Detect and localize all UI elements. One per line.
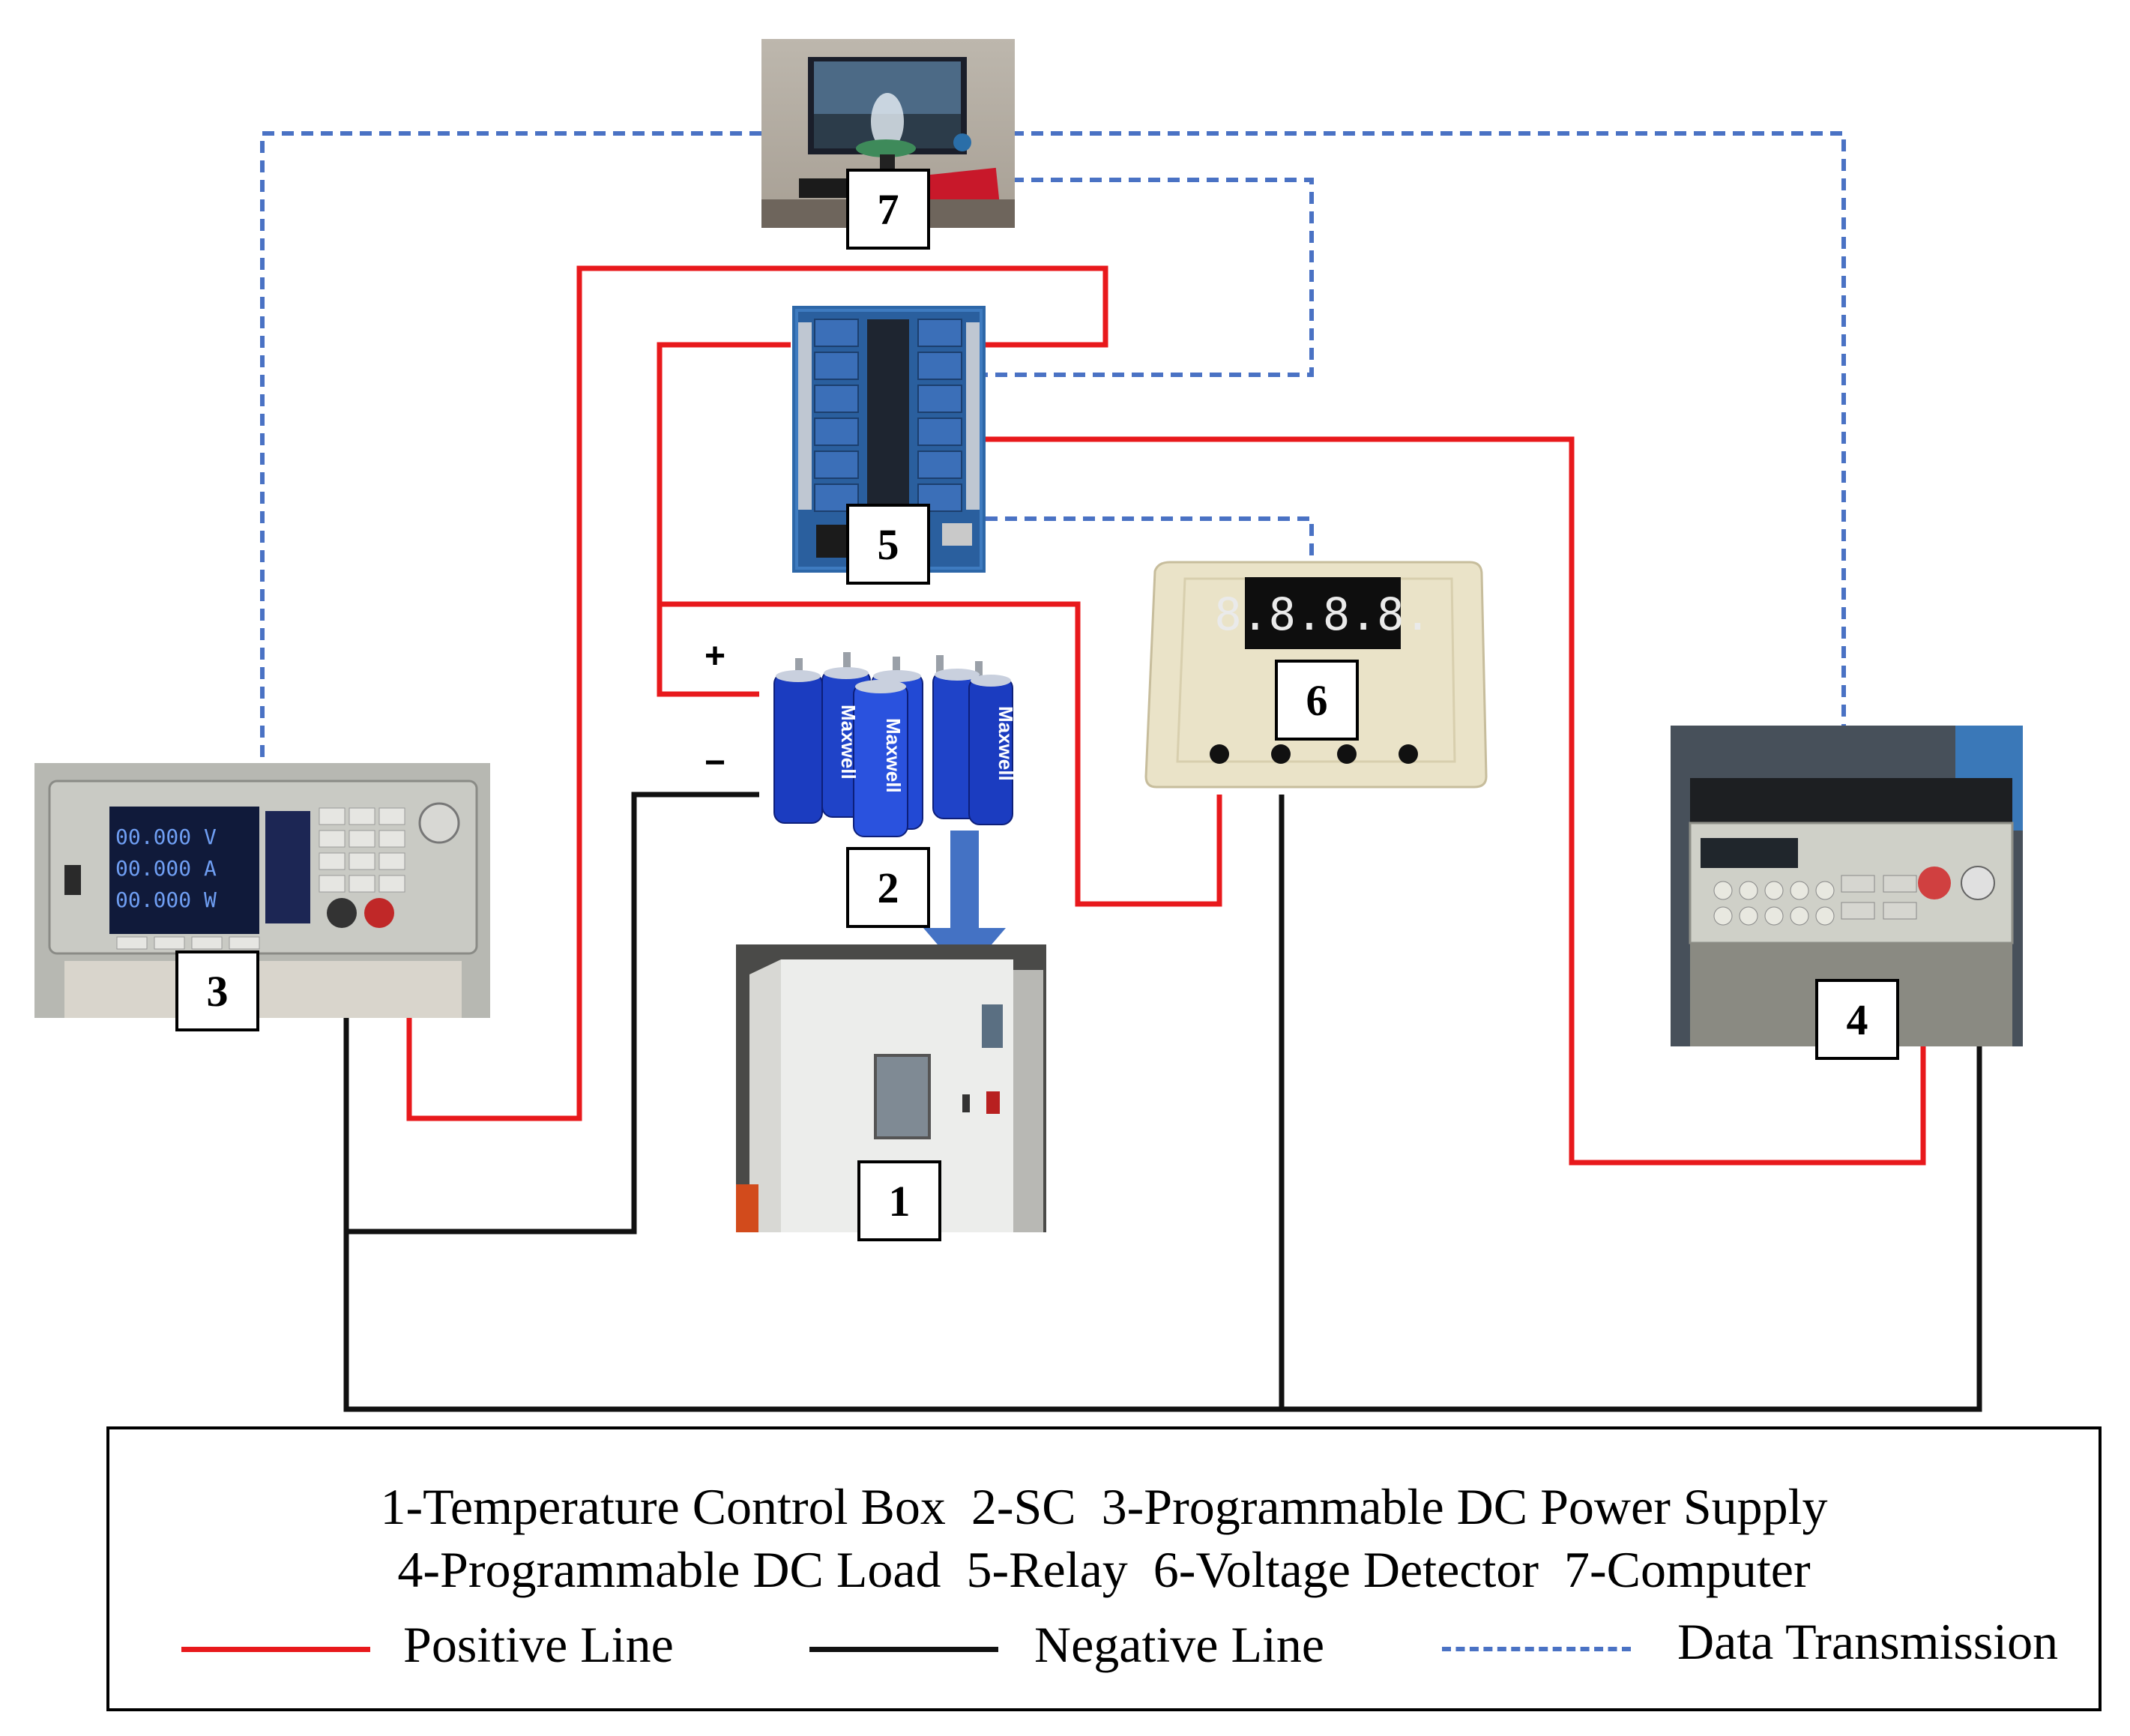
device-number-1: 1: [857, 1160, 941, 1241]
legend-box: 1-Temperature Control Box 2-SC 3-Program…: [106, 1426, 2102, 1711]
data-line-computer-power-supply: [260, 131, 761, 763]
sc-brand-label-3: Maxwell: [995, 706, 1014, 781]
negative-line-swatch: [809, 1647, 998, 1652]
positive-line-sc-voltage-detector: [660, 601, 1222, 907]
psu-readout-voltage: 00.000 V: [115, 825, 217, 849]
psu-readout-current: 00.000 A: [115, 856, 217, 881]
data-lines: [260, 131, 1846, 763]
positive-line-relay-dc-load: [986, 436, 1926, 1166]
data-transmission-swatch: [1442, 1647, 1631, 1651]
device-number-6: 6: [1275, 660, 1359, 741]
data-line-computer-relay: [986, 178, 1314, 377]
negative-line-sc-power-supply: [346, 792, 759, 1235]
sc-brand-label: Maxwell: [882, 718, 905, 793]
negative-line-label: Negative Line: [1034, 1616, 1325, 1673]
dc-power-supply-photo: 00.000 V 00.000 A 00.000 W: [34, 763, 490, 1018]
temperature-chamber-photo: [736, 944, 1046, 1232]
device-number-3: 3: [175, 950, 259, 1031]
positive-line-relay-sc: [657, 342, 791, 697]
sc-plus-label: +: [705, 636, 726, 676]
positive-line-power-supply-relay: [406, 265, 1108, 1121]
device-number-2: 2: [846, 847, 930, 928]
detector-display-digits: 8.8.8.8.: [1215, 588, 1431, 641]
sc-minus-label: −: [705, 743, 726, 783]
legend-line-2: 4-Programmable DC Load 5-Relay 6-Voltage…: [397, 1541, 1811, 1598]
computer-photo: [761, 39, 1015, 228]
data-line-relay-voltage-detector: [986, 516, 1314, 556]
device-number-4: 4: [1815, 979, 1899, 1060]
positive-line-label: Positive Line: [403, 1616, 674, 1673]
down-arrow: [923, 831, 1006, 976]
device-number-7: 7: [846, 169, 930, 250]
positive-lines: [406, 265, 1926, 1166]
supercapacitor-bank-photo: Maxwell Maxwell Maxwell: [759, 651, 1014, 838]
device-number-5: 5: [846, 504, 930, 585]
relay-board-photo: [792, 306, 986, 573]
positive-line-swatch: [181, 1647, 370, 1652]
negative-lines: [343, 750, 1982, 1412]
data-line-computer-dc-load: [1012, 131, 1846, 726]
psu-readout-power: 00.000 W: [115, 887, 217, 912]
legend-line-1: 1-Temperature Control Box 2-SC 3-Program…: [380, 1478, 1828, 1535]
sc-brand-label-2: Maxwell: [837, 705, 860, 780]
negative-line-ground-bus: [343, 899, 1982, 1412]
data-transmission-label: Data Transmission: [1677, 1613, 2059, 1670]
